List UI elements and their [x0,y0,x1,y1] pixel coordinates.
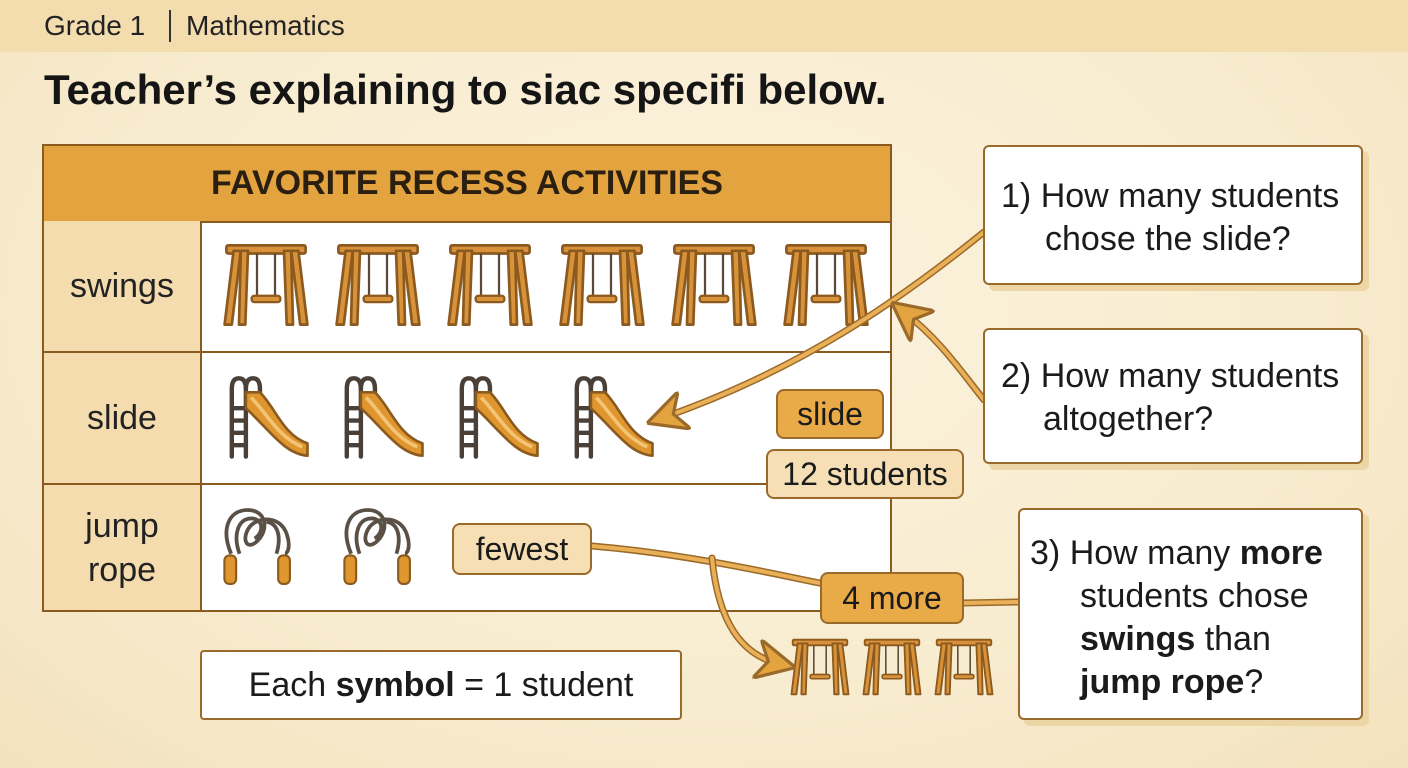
question-3-number: 3) [1030,534,1061,572]
page-title: Teacher’s explaining to siac specifi bel… [44,66,887,113]
question-2-line-1: How many students [1040,357,1340,395]
pictograph-key: Each symbol = 1 student [200,650,682,720]
slide-icon [563,373,661,461]
swing-icon [666,240,762,330]
slide-icon [218,373,316,461]
header-bar: Grade 1 Mathematics [0,0,1408,52]
question-1-line-1: How many students [1040,177,1340,215]
header-divider [169,10,171,42]
swing-icon [932,636,996,698]
swing-icon [778,240,874,330]
jump-rope-icon [216,498,300,596]
swing-icon [860,636,924,698]
row-divider [44,351,890,353]
question-1-box: 1) How many students chose the slide? [983,145,1363,285]
question-3-box: 3) How many more students chose swings t… [1018,508,1363,720]
subject-label: Mathematics [186,10,345,41]
row-divider [44,483,890,485]
pictograph-title: FAVORITE RECESS ACTIVITIES [44,146,890,223]
swing-icon [554,240,650,330]
swing-icon [788,636,852,698]
swing-icon [218,240,314,330]
row-label-swings: swings [44,221,202,351]
row-label-slide: slide [44,353,202,483]
row-label-jump-rope: jump rope [44,485,202,610]
slide-tag: slide [776,389,884,439]
question-2-box: 2) How many students altogether? [983,328,1363,464]
slide-icon [333,373,431,461]
students-total-tag: 12 students [766,449,964,499]
question-2-line-2: altogether? [1043,400,1214,438]
grade-label: Grade 1 [44,10,146,41]
question-1-number: 1) [1001,177,1032,215]
swing-icon [330,240,426,330]
swing-icon [442,240,538,330]
question-2-number: 2) [1001,357,1032,395]
question-1-line-2: chose the slide? [1045,220,1291,258]
slide-icon [448,373,546,461]
more-tag: 4 more [820,572,964,624]
jump-rope-icon [336,498,420,596]
fewest-tag: fewest [452,523,592,575]
